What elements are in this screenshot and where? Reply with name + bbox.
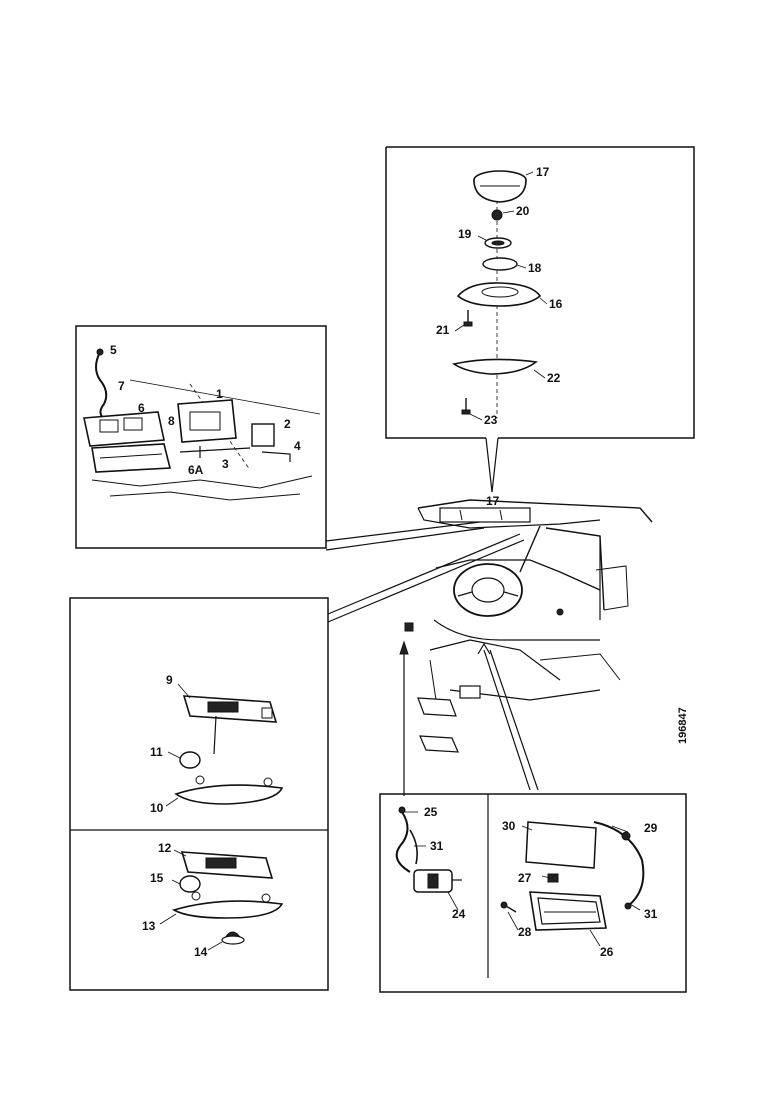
callout-2: 2 [284, 417, 291, 431]
callout-21: 21 [436, 323, 450, 337]
part-1-switch-block [177, 399, 237, 443]
part-13-lens [171, 891, 284, 919]
callout-1: 1 [216, 387, 223, 401]
callout-9: 9 [166, 673, 173, 687]
callout-10: 10 [150, 801, 164, 815]
part-27-bulb [547, 873, 559, 883]
callout-3: 3 [222, 457, 229, 471]
callout-16: 16 [549, 297, 563, 311]
callout-25: 25 [424, 805, 438, 819]
callout-5: 5 [110, 343, 117, 357]
part-10-lens [174, 775, 284, 805]
part-11-bulb [179, 715, 217, 769]
part-19-holder [484, 237, 512, 249]
panel-bottom-lamps: 25 31 24 30 27 28 29 31 26 [379, 793, 687, 993]
steering-wheel [453, 563, 523, 617]
part-29-wire [593, 821, 645, 910]
part-18-gasket [482, 257, 518, 271]
callout-13: 13 [142, 919, 156, 933]
part-17-lamp-cover [473, 170, 527, 203]
part-9-lamp-housing [182, 695, 278, 723]
callout-28: 28 [518, 925, 532, 939]
part-20-bulb [491, 209, 503, 221]
panel-dome-lamp: 17 20 19 18 16 21 22 23 17 [385, 146, 695, 508]
part-6a-housing [91, 443, 172, 473]
part-26-lamp-housing [529, 891, 607, 931]
callout-4: 4 [294, 439, 301, 453]
part-2-cover [251, 423, 275, 447]
part-23-screw [461, 398, 471, 415]
callout-15: 15 [150, 871, 164, 885]
callout-24: 24 [452, 907, 466, 921]
part-12-lamp-housing [180, 851, 274, 879]
part-24-bulb-socket [413, 869, 462, 893]
panel-overhead-console: 5 7 6 8 1 2 4 3 6A [75, 325, 485, 551]
callout-14: 14 [194, 945, 208, 959]
part-30-lens [525, 821, 597, 869]
callout-6: 6 [138, 401, 145, 415]
callout-27: 27 [518, 871, 532, 885]
callout-18: 18 [528, 261, 542, 275]
callout-19: 19 [458, 227, 472, 241]
callout-30: 30 [502, 819, 516, 833]
panel-visor-lamps: 9 11 10 12 15 13 14 [69, 533, 525, 991]
callout-6a: 6A [188, 463, 204, 477]
part-25-wire [395, 806, 418, 873]
car-interior-view [399, 499, 653, 796]
callout-12: 12 [158, 841, 172, 855]
part-16-base-plate [456, 282, 542, 307]
callout-26: 26 [600, 945, 614, 959]
callout-22: 22 [547, 371, 561, 385]
callout-23: 23 [484, 413, 498, 427]
part-28-screw [500, 901, 517, 913]
figure-code: 196847 [677, 707, 689, 744]
part-22-mounting-plate [451, 358, 539, 375]
callout-7: 7 [118, 379, 125, 393]
callout-8: 8 [168, 414, 175, 428]
callout-20: 20 [516, 204, 530, 218]
callout-11: 11 [150, 745, 163, 759]
part-21-screw [463, 310, 473, 327]
callout-31-right: 31 [644, 907, 658, 921]
part-14-switch [221, 931, 245, 945]
part-15-bulb [179, 875, 201, 893]
callout-17: 17 [536, 165, 550, 179]
part-6-console-unit [83, 411, 165, 447]
callout-31-left: 31 [430, 839, 444, 853]
part-4-clip [261, 451, 291, 462]
callout-29: 29 [644, 821, 658, 835]
